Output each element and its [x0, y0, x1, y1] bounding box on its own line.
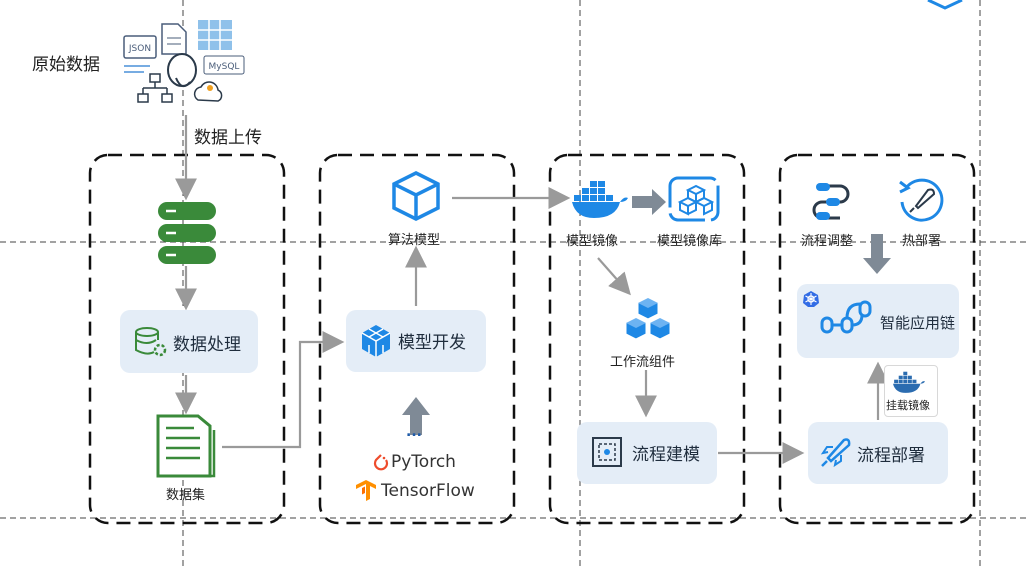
- smart-app-chain-box[interactable]: [797, 284, 959, 358]
- flow-tuning-icon: [812, 183, 850, 220]
- group-model-dev: [318, 153, 516, 525]
- table-icon: [198, 20, 232, 50]
- postgresql-icon: [167, 53, 197, 88]
- workflow-component-icon: [625, 297, 671, 340]
- model-dev-cube-icon: [361, 325, 391, 357]
- app-chain-icon: [820, 300, 872, 334]
- corner-cube-icon: [927, 0, 963, 10]
- json-file-icon: JSON: [123, 35, 157, 73]
- database-icon: [158, 202, 216, 264]
- cloud-icon: [193, 81, 223, 102]
- svg-text:MySQL: MySQL: [209, 62, 240, 72]
- model-image-repo-label: 模型镜像库: [657, 234, 723, 249]
- flow-deploy-label: 流程部署: [857, 446, 925, 466]
- hierarchy-icon: [137, 73, 173, 103]
- database-gear-icon: [135, 327, 167, 357]
- flow-modeling-label: 流程建模: [632, 445, 700, 465]
- arrow-dataset-to-dev: [222, 331, 345, 449]
- svg-text:JSON: JSON: [128, 44, 151, 54]
- source-label: 原始数据: [32, 55, 100, 75]
- docker-whale-icon: [572, 181, 628, 218]
- algorithm-model-label: 算法模型: [388, 233, 441, 248]
- dataset-icon: [156, 414, 216, 478]
- smart-app-chain-label: 智能应用链: [880, 314, 956, 332]
- algorithm-cube-icon: [392, 171, 440, 221]
- flow-tuning-label: 流程调整: [801, 234, 854, 249]
- workflow-component-label: 工作流组件: [610, 355, 676, 370]
- tensorflow-label: TensorFlow: [381, 481, 475, 501]
- rocket-icon: [820, 438, 851, 468]
- arrow-tuning-to-chain: [863, 234, 891, 274]
- hot-deploy-icon: [899, 178, 944, 222]
- ellipsis: ...: [406, 424, 422, 440]
- arrow-frameworks-to-dev: [402, 397, 430, 435]
- hot-deploy-label: 热部署: [902, 234, 942, 249]
- processing-box[interactable]: [120, 310, 258, 373]
- group-image: [548, 153, 746, 525]
- flow-modeling-box[interactable]: [577, 422, 717, 484]
- document-icon: [161, 23, 187, 55]
- processing-label: 数据处理: [173, 335, 241, 355]
- pytorch-label: PyTorch: [391, 452, 456, 472]
- group-deploy: [778, 153, 976, 525]
- kubernetes-icon: [803, 291, 819, 307]
- model-dev-label: 模型开发: [398, 333, 466, 353]
- dataset-label: 数据集: [166, 488, 206, 503]
- pytorch-icon: [373, 454, 389, 471]
- mount-docker-icon: [893, 371, 925, 393]
- tensorflow-icon: [356, 480, 376, 501]
- upload-label: 数据上传: [194, 128, 262, 148]
- arrow-image-to-component: [597, 257, 631, 296]
- image-repository-icon: [668, 176, 720, 222]
- flow-modeling-icon: [592, 437, 622, 467]
- source-icons-cluster: JSON MySQL: [123, 20, 245, 103]
- arrow-image-to-repo: [632, 189, 666, 215]
- mysql-icon: MySQL: [203, 55, 245, 75]
- model-image-label: 模型镜像: [566, 234, 619, 249]
- mount-image-label: 挂载镜像: [886, 399, 930, 412]
